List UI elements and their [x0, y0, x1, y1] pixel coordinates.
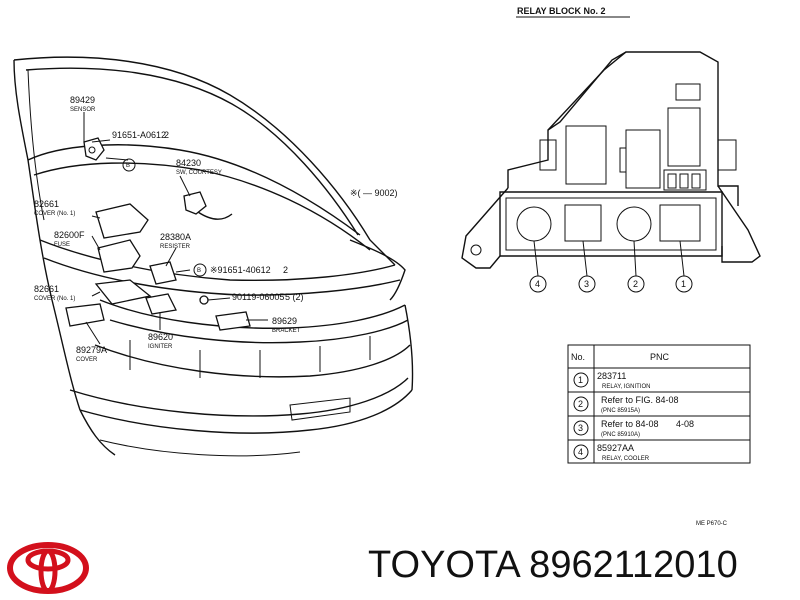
callout-cover2-name: COVER (No. 1): [34, 296, 75, 302]
relay-block-drawing: [461, 51, 761, 277]
pnc-table: No. PNC 1 283711 RELAY, IGNITION 2 Refer…: [567, 344, 751, 464]
relay-slot-2: [616, 206, 652, 242]
car-rear-drawing: [13, 56, 414, 457]
relay-slot-3: [564, 204, 602, 242]
pnc-row-line2: RELAY, IGNITION: [602, 384, 650, 390]
part-cover-no1-lower: [94, 279, 152, 305]
slot-number-4: 4: [535, 279, 540, 289]
pnc-row-no: 2: [578, 399, 583, 409]
callout-bolt3-no: 90119-06005: [232, 292, 284, 302]
callout-cover1-no: 82661: [34, 199, 59, 209]
callout-cover1-name: COVER (No. 1): [34, 211, 75, 217]
pnc-row-line1: 283711: [597, 371, 626, 381]
leader-lines: [83, 112, 268, 345]
callout-courtesy-no: 84230: [176, 158, 201, 168]
relay-slot-1: [659, 204, 701, 242]
marker-b-1: B: [126, 163, 130, 169]
pnc-row-line2: (PNC 85910A): [601, 432, 640, 438]
part-cover-no1: [95, 203, 149, 239]
callout-igniter-name: IGNITER: [148, 344, 173, 350]
callout-fuse-no: 82600F: [54, 230, 85, 240]
pnc-header-pnc: PNC: [650, 352, 670, 362]
callout-resister-no: 28380A: [160, 232, 191, 242]
pnc-row-line1: 85927AA: [597, 443, 634, 453]
part-fuse: [97, 239, 141, 273]
callout-bracket-name: BRACKET: [272, 328, 301, 334]
callout-bolt2-no: ※91651-40612: [210, 265, 271, 275]
brand-part-number: TOYOTA 8962112010: [368, 544, 738, 586]
part-resister: [149, 261, 177, 285]
pnc-row-no: 1: [578, 375, 583, 385]
slot-number-3: 3: [584, 279, 589, 289]
callout-bolt1-suffix: 2: [164, 130, 169, 140]
callout-bolt2-suffix: 2: [283, 265, 288, 275]
callout-fuse-name: FUSE: [54, 242, 70, 248]
part-bolt: [199, 295, 209, 305]
pnc-row-line2: RELAY, COOLER: [602, 456, 650, 462]
callout-cover2-no: 82661: [34, 284, 59, 294]
callout-cover3-name: COVER: [76, 357, 98, 363]
circle-b-marker: B B: [122, 158, 207, 277]
relay-slot-4: [516, 206, 552, 242]
pnc-row-line1: Refer to FIG. 84-08: [601, 395, 679, 405]
pnc-row-no: 3: [578, 423, 583, 433]
callout-bolt1-no: 91651-A0612: [112, 130, 166, 140]
slot-number-2: 2: [633, 279, 638, 289]
pnc-row-extra: 4-08: [676, 419, 694, 429]
doc-code: ME P670-C: [696, 521, 728, 527]
relay-slot-numbers: 4 3 2 1: [529, 275, 693, 293]
callout-courtesy-name: SW, COURTESY: [176, 170, 222, 176]
slot-number-1: 1: [681, 279, 686, 289]
date-note: ※( — 9002): [350, 188, 398, 198]
callout-sensor-name: SENSOR: [70, 107, 96, 113]
part-sensor: [83, 137, 105, 161]
callout-igniter-no: 89620: [148, 332, 173, 342]
part-bracket: [215, 311, 251, 331]
callout-bracket-no: 89629: [272, 316, 297, 326]
relay-block-title: RELAY BLOCK No. 2: [517, 6, 606, 16]
pnc-row-no: 4: [578, 447, 583, 457]
marker-b-2: B: [197, 268, 201, 274]
pnc-row-line1: Refer to 84-08: [601, 419, 659, 429]
pnc-header-no: No.: [571, 352, 585, 362]
pnc-row-line2: (PNC 85915A): [601, 408, 640, 414]
part-igniter: [145, 293, 177, 315]
part-cover-lower: [65, 303, 105, 327]
callout-sensor-no: 89429: [70, 95, 95, 105]
callout-bolt3-suffix: 5 (2): [285, 292, 304, 302]
callout-cover3-no: 89279A: [76, 345, 107, 355]
part-courtesy-switch: [183, 191, 233, 220]
toyota-logo-icon: [7, 542, 89, 594]
callout-resister-name: RESISTER: [160, 244, 191, 250]
